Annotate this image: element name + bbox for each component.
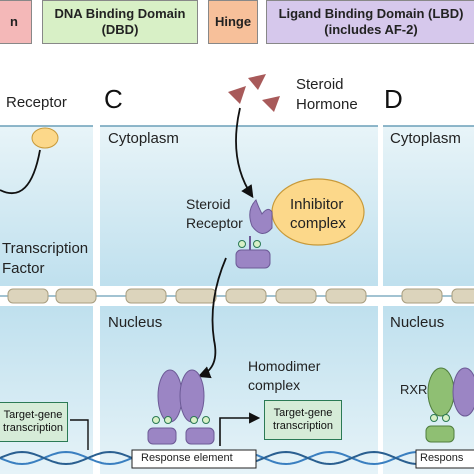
homodimer-lbd-right bbox=[179, 369, 205, 423]
nuclear-pore bbox=[401, 288, 443, 304]
homodimer-zinc-1 bbox=[152, 416, 160, 424]
steroid-hormone-label-line1: Steroid bbox=[296, 76, 344, 93]
legend-hinge-label: Hinge bbox=[214, 14, 252, 29]
rxr-dbd bbox=[425, 425, 455, 443]
nuclear-pore bbox=[175, 288, 217, 304]
nuclear-pore bbox=[275, 288, 317, 304]
homodimer-dbd-right bbox=[185, 427, 215, 445]
panel-b-cytoplasm bbox=[0, 126, 93, 286]
nuclear-pore bbox=[451, 288, 474, 304]
steroid-hormone-1 bbox=[228, 86, 246, 104]
panel-b-nucleus bbox=[0, 306, 93, 474]
panel-b-transcription-arrow bbox=[70, 419, 89, 450]
panel-c-gene-line1: Target-gene bbox=[273, 407, 333, 419]
panel-b-receptor-label: Receptor bbox=[6, 94, 67, 111]
legend-ntd-label: n bbox=[10, 14, 18, 29]
panel-d-letter: D bbox=[384, 84, 403, 114]
inhibitor-label-line2: complex bbox=[290, 215, 346, 232]
rxr-label: RXR bbox=[400, 382, 428, 397]
receptor-zinc-finger-1 bbox=[238, 240, 246, 248]
inhibitor-label-line1: Inhibitor bbox=[290, 196, 344, 213]
legend-lbd-line2: (includes AF-2) bbox=[324, 22, 418, 37]
panel-d-cytoplasm-label: Cytoplasm bbox=[390, 130, 461, 147]
legend-lbd: Ligand Binding Domain (LBD) (includes AF… bbox=[266, 0, 474, 44]
homodimer-zinc-4 bbox=[202, 416, 210, 424]
steroid-receptor-label-line2: Receptor bbox=[186, 215, 243, 231]
nuclear-translocation-arrow bbox=[197, 257, 227, 379]
steroid-receptor-dbd bbox=[235, 249, 271, 269]
panel-b-tf-line2: Factor bbox=[2, 260, 45, 277]
panel-b-receptor-ligand bbox=[31, 127, 59, 149]
rxr-lbd bbox=[427, 367, 455, 417]
receptor-zinc-finger-2 bbox=[253, 240, 261, 248]
homodimer-dbd-left bbox=[147, 427, 177, 445]
response-element-label: Response element bbox=[141, 452, 233, 464]
homodimer-label-line1: Homodimer bbox=[248, 358, 321, 374]
partner-lbd bbox=[452, 367, 474, 417]
hormone-entry-arrow bbox=[235, 107, 254, 199]
panel-d-response-box bbox=[415, 449, 474, 469]
panel-b-gene-line1: Target-gene bbox=[3, 409, 63, 421]
nuclear-pore bbox=[7, 288, 49, 304]
homodimer-zinc-3 bbox=[190, 416, 198, 424]
steroid-hormone-label-line2: Hormone bbox=[296, 96, 358, 113]
legend-lbd-line1: Ligand Binding Domain (LBD) bbox=[278, 6, 464, 21]
response-element-box bbox=[131, 449, 257, 469]
steroid-hormone-2 bbox=[248, 74, 266, 90]
legend-dbd: DNA Binding Domain (DBD) bbox=[42, 0, 198, 44]
nuclear-pores bbox=[7, 288, 474, 304]
panel-d-response-label: Respons bbox=[420, 452, 464, 464]
panel-c-nucleus bbox=[100, 306, 378, 474]
nuclear-pore bbox=[225, 288, 267, 304]
rxr-zinc-2 bbox=[442, 414, 450, 422]
panel-c-cytoplasm-label: Cytoplasm bbox=[108, 130, 179, 147]
panel-c-gene-box: Target-gene transcription bbox=[264, 400, 342, 440]
legend-dbd-line1: DNA Binding Domain bbox=[54, 6, 186, 21]
panel-c-nucleus-label: Nucleus bbox=[108, 314, 163, 331]
panel-b-arrow bbox=[0, 149, 41, 195]
panel-d-nucleus-label: Nucleus bbox=[390, 314, 445, 331]
legend-hinge: Hinge bbox=[208, 0, 258, 44]
panel-b-tf-line1: Transcription bbox=[2, 240, 89, 257]
homodimer-label-line2: complex bbox=[248, 377, 301, 393]
panel-d-cytoplasm bbox=[383, 126, 474, 286]
nuclear-pore bbox=[125, 288, 167, 304]
nuclear-pore bbox=[55, 288, 97, 304]
homodimer-lbd-left bbox=[157, 369, 183, 423]
steroid-receptor-label-line1: Steroid bbox=[186, 196, 231, 212]
panel-c-gene-line2: transcription bbox=[273, 420, 333, 432]
legend-dbd-line2: (DBD) bbox=[101, 22, 139, 37]
panel-b-gene-box: Target-gene transcription bbox=[0, 402, 68, 442]
nuclear-pore bbox=[325, 288, 367, 304]
panel-c-transcription-arrow bbox=[219, 412, 261, 446]
panel-b-gene-line2: transcription bbox=[3, 422, 63, 434]
legend-ntd: n bbox=[0, 0, 32, 44]
steroid-receptor bbox=[249, 199, 273, 234]
homodimer-zinc-2 bbox=[164, 416, 172, 424]
panel-c-letter: C bbox=[104, 84, 123, 114]
rxr-zinc-1 bbox=[430, 414, 438, 422]
steroid-hormone-3 bbox=[262, 96, 280, 112]
